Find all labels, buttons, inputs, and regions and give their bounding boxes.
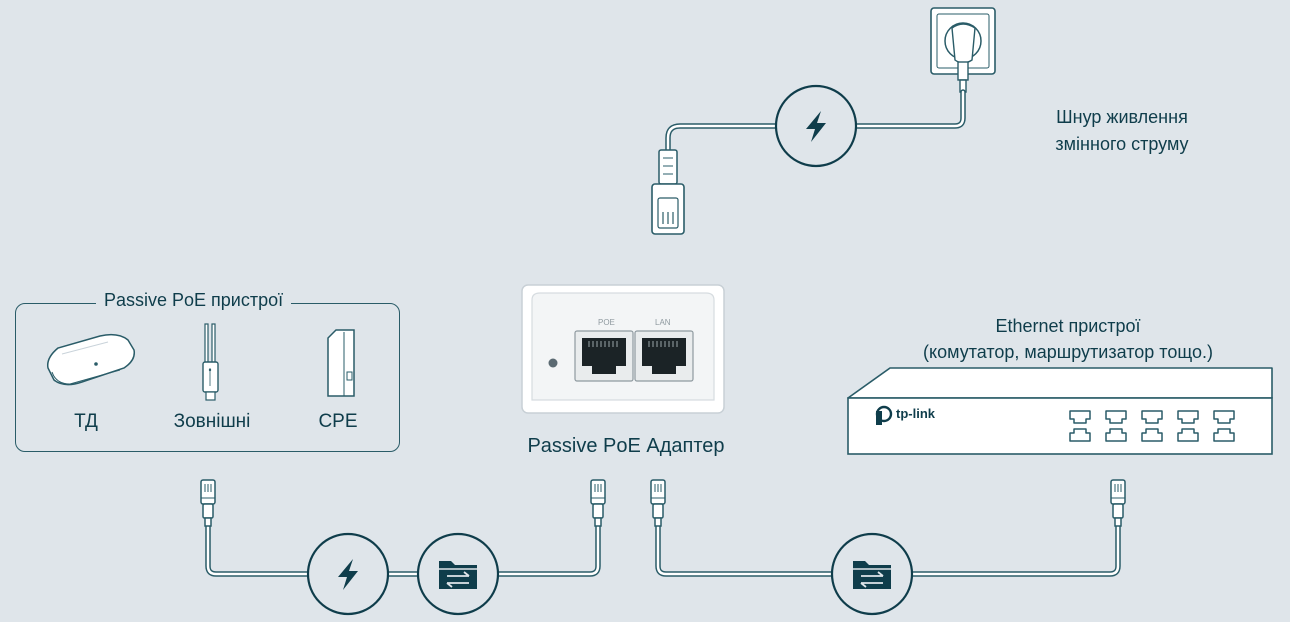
switch-artwork — [847, 367, 1273, 455]
ac-cord-label: Шнур живлення змінного струму — [1055, 107, 1188, 155]
rj45-plug-icon — [200, 479, 216, 527]
power-over-cable-indicator — [306, 532, 390, 616]
adapter-port-lan-label: LAN — [655, 318, 671, 327]
rj45-plug-icon — [1110, 479, 1126, 527]
access-point-icon — [46, 333, 136, 386]
adapter-port-poe-label: POE — [598, 318, 615, 327]
data-over-cable-indicator — [830, 532, 914, 616]
adapter-label: Passive PoE Адаптер — [527, 435, 725, 457]
ac-cord-label-line1: Шнур живлення — [1056, 107, 1188, 127]
passive-poe-devices-artwork — [46, 323, 355, 401]
ethernet-devices-label-line1: Ethernet пристрої — [995, 316, 1141, 336]
poe-cable — [200, 479, 606, 616]
folder-transfer-icon — [438, 560, 478, 590]
device-ap-label: ТД — [74, 411, 98, 432]
switch-brand-label: tp-link — [896, 406, 935, 421]
ethernet-devices-label-line2: (комутатор, маршрутизатор тощо.) — [923, 342, 1213, 362]
passive-poe-devices-title: Passive PoE пристрої — [96, 290, 292, 311]
device-outdoor-label: Зовнішні — [173, 411, 251, 432]
tp-link-logo-icon — [875, 405, 893, 425]
device-cpe-label: CPE — [318, 411, 358, 432]
power-indicator — [774, 84, 858, 168]
iec-connector-icon — [651, 149, 685, 235]
ac-cord-label-line2: змінного струму — [1055, 134, 1189, 154]
poe-port — [574, 330, 634, 382]
folder-transfer-icon — [852, 560, 892, 590]
ethernet-devices-label: Ethernet пристрої (комутатор, маршрутиза… — [923, 316, 1213, 363]
data-over-cable-indicator — [416, 532, 500, 616]
cpe-icon — [327, 329, 355, 397]
lan-port — [634, 330, 694, 382]
outdoor-ap-icon — [202, 323, 219, 401]
wall-socket-icon — [930, 7, 996, 93]
poe-adapter-artwork — [521, 284, 725, 414]
led-indicator — [548, 358, 558, 368]
ac-power-cord — [651, 7, 996, 235]
lan-cable — [650, 479, 1126, 616]
rj45-plug-icon — [650, 479, 666, 527]
rj45-plug-icon — [590, 479, 606, 527]
